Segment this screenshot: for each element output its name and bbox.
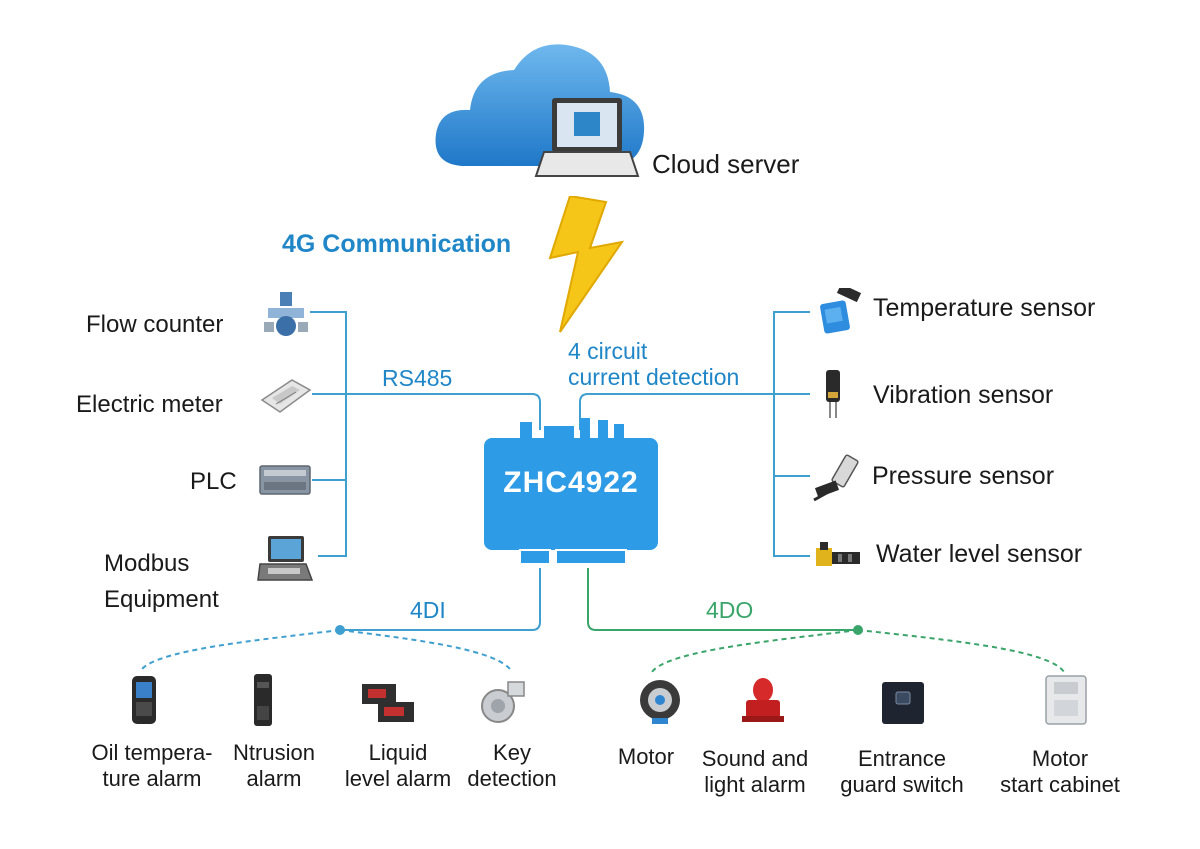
di-bus [139, 568, 541, 673]
do-device-label-sound-light-alarm: Sound and light alarm [701, 746, 809, 797]
current-detection-label: 4 circuit current detection [568, 338, 740, 390]
lightning-bolt-icon [548, 196, 624, 333]
left-device-label-electric-meter: Electric meter [76, 391, 223, 418]
motor-start-cabinet-icon [1045, 675, 1087, 725]
do-device-label-motor: Motor [617, 744, 675, 769]
temperature-sensor-icon [820, 288, 862, 334]
electric-meter-icon [260, 379, 312, 413]
flow-meter-icon [264, 292, 308, 336]
device-name-label: ZHC4922 [503, 466, 639, 499]
di-device-label-key-detection: Key detection [467, 740, 557, 791]
oil-temperature-alarm-icon [132, 676, 156, 724]
sound-light-alarm-icon [742, 678, 784, 722]
cloud-server-label: Cloud server [652, 149, 800, 179]
water-level-sensor-icon [816, 542, 860, 566]
plc-icon [259, 465, 311, 495]
do-bus [587, 568, 1065, 673]
key-detection-icon [481, 681, 525, 723]
entrance-guard-switch-icon [882, 682, 924, 724]
left-device-label-flow-counter: Flow counter [86, 311, 224, 338]
right-device-label-vibration-sensor: Vibration sensor [873, 381, 1054, 409]
rs485-label: RS485 [382, 365, 453, 391]
4di-label: 4DI [410, 597, 446, 623]
4do-label: 4DO [706, 597, 754, 623]
current-detection-bus [579, 311, 810, 557]
zhc4922-device-icon [484, 418, 658, 565]
cloud-laptop-icon [435, 44, 645, 177]
left-device-label-plc: PLC [190, 468, 237, 495]
di-device-label-liquid-level-alarm: Liquid level alarm [344, 740, 452, 791]
modbus-equipment-icon [257, 536, 314, 581]
vibration-sensor-icon [826, 370, 840, 418]
pressure-sensor-icon [813, 454, 859, 502]
right-device-label-water-level-sensor: Water level sensor [876, 540, 1083, 568]
di-device-label-oil-temperature-alarm: Oil tempera- ture alarm [91, 740, 213, 791]
motor-icon [640, 680, 680, 724]
4g-communication-label: 4G Communication [282, 230, 512, 258]
right-device-label-temperature-sensor: Temperature sensor [873, 294, 1096, 322]
rs485-bus [310, 311, 541, 557]
right-device-label-pressure-sensor: Pressure sensor [872, 462, 1055, 490]
di-device-label-intrusion-alarm: Ntrusion alarm [233, 740, 315, 791]
do-device-label-entrance-guard-switch: Entrance guard switch [840, 746, 964, 797]
liquid-level-alarm-icon [362, 684, 414, 722]
do-device-label-motor-start-cabinet: Motor start cabinet [1000, 746, 1120, 797]
left-device-label-modbus-equipment: Modbus Equipment [104, 550, 219, 613]
intrusion-alarm-icon [254, 674, 272, 726]
